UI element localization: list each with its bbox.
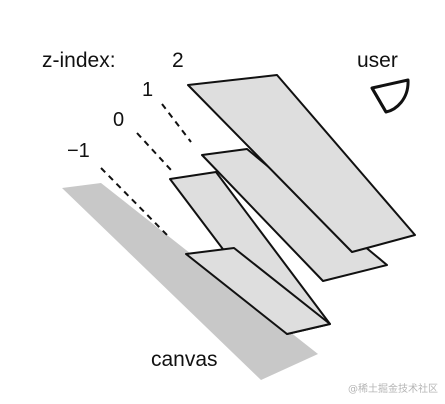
eye-icon	[370, 78, 410, 114]
z-index-label: z-index:	[42, 49, 116, 72]
guide-line-layer-0	[136, 132, 172, 171]
layer-label-minus1: −1	[67, 140, 90, 162]
layer-1-plane	[201, 148, 388, 282]
watermark: @稀土掘金技术社区	[348, 382, 438, 395]
layer-label-1: 1	[142, 79, 153, 101]
guide-line-layer-minus1	[100, 167, 171, 239]
guide-line-layer-1	[161, 103, 192, 143]
layer-minus1-plane	[185, 247, 331, 335]
layer-2-plane	[187, 74, 416, 253]
user-label: user	[357, 49, 398, 72]
layer-label-0: 0	[113, 109, 124, 131]
canvas-label: canvas	[151, 348, 218, 371]
layer-label-2: 2	[172, 49, 184, 72]
canvas-plane	[62, 183, 318, 380]
